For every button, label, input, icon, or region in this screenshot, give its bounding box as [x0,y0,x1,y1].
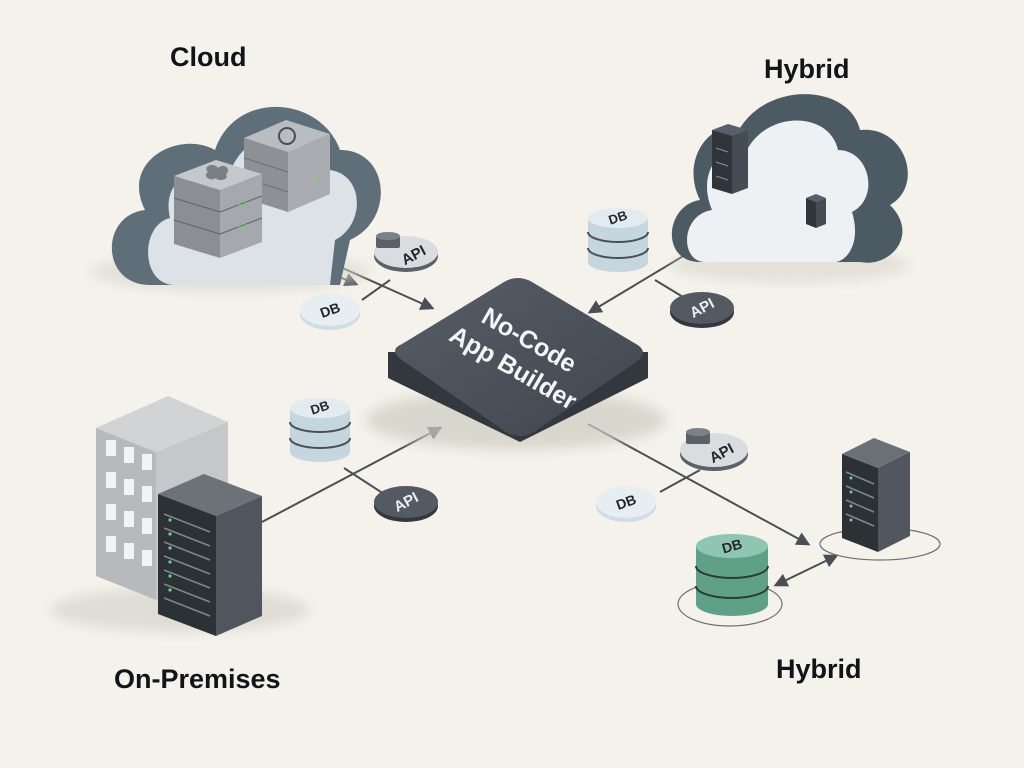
api-badge-icon [376,232,400,248]
db-label: DB [607,207,629,227]
server-rack-icon [243,120,330,212]
db-label: DB [614,491,638,513]
on-premises-group [50,396,310,636]
db-cylinder-hybrid-top: DB [587,207,649,272]
arrow-db-rack-link [773,554,839,587]
database-icon [289,398,351,462]
api-badge-on-premises: API [374,486,438,522]
arrow-hub-to-rack [587,423,811,546]
region-label-hybrid-bottom: Hybrid [776,654,862,684]
cloud-icon [671,94,908,263]
api-badge-hybrid-top: API [670,292,734,328]
db-badge-hybrid-bottom: DB [596,486,656,522]
region-label-hybrid-top: Hybrid [764,54,850,84]
database-icon [695,534,769,616]
server-rack-icon [158,474,262,636]
no-code-app-builder-hub[interactable]: No-Code App Builder [366,278,666,450]
hybrid-bottom-group: DB [677,438,941,627]
database-icon [587,208,649,272]
server-rack-icon [806,194,826,228]
server-rack-icon [712,124,748,194]
cloud-group [90,106,381,292]
server-rack-icon [173,160,263,258]
db-badge-cloud: DB [300,294,360,330]
db-label: DB [309,397,331,417]
db-label: DB [318,299,342,321]
region-label-cloud: Cloud [170,42,246,72]
region-label-on-premises: On-Premises [114,664,281,694]
server-rack-icon [842,438,910,552]
hybrid-cloud-group [670,94,910,283]
db-cylinder-on-premises: DB [289,397,351,462]
api-badge-cloud: API [374,232,438,272]
arrow-onprem-to-hub [261,426,443,523]
db-label: DB [720,536,744,557]
api-badge-icon [686,428,710,444]
api-badge-hybrid-bottom: API [680,428,748,471]
